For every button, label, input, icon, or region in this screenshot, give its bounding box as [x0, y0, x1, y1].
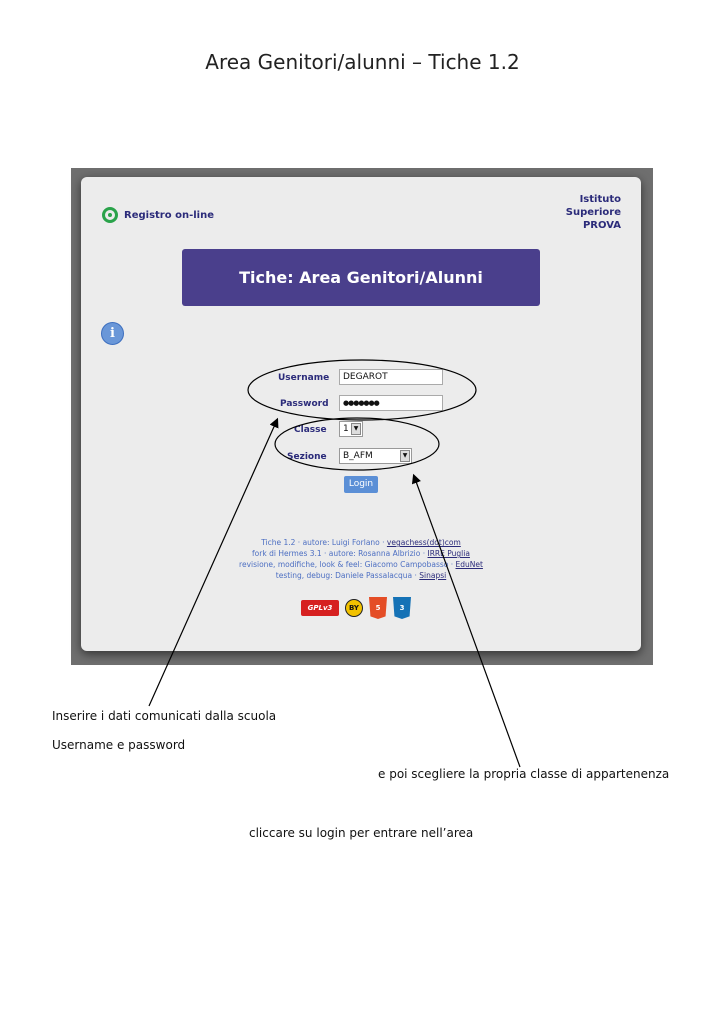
- class-arrow: [411, 473, 521, 768]
- edunet-link[interactable]: EduNet: [455, 560, 483, 569]
- credits: Tiche 1.2 · autore: Luigi Forlano · vega…: [81, 537, 641, 581]
- chevron-down-icon: ▼: [400, 450, 410, 462]
- note-choose-class: e poi scegliere la propria classe di app…: [378, 767, 670, 781]
- classe-value: 1: [343, 424, 349, 434]
- sezione-select[interactable]: B_AFM ▼: [339, 448, 412, 464]
- note-username-password: Username e password: [52, 738, 186, 752]
- badges: GPLv3 BY 5 3: [301, 597, 411, 619]
- gpl-icon[interactable]: GPLv3: [301, 600, 339, 616]
- login-screenshot: Registro on-line Istituto Superiore PROV…: [71, 168, 653, 665]
- cc-by-icon[interactable]: BY: [345, 599, 363, 617]
- password-label: Password: [280, 399, 329, 409]
- irre-puglia-link[interactable]: IRRE Puglia: [427, 549, 470, 558]
- username-label: Username: [278, 373, 330, 383]
- css3-icon[interactable]: 3: [393, 597, 411, 619]
- class-ellipse: [274, 417, 440, 471]
- classe-select[interactable]: 1 ▼: [339, 421, 363, 437]
- page-banner: Tiche: Area Genitori/Alunni: [182, 249, 540, 306]
- sinapsi-link[interactable]: Sinapsi: [419, 571, 447, 580]
- credits-line-2: fork di Hermes 3.1 · autore: Rosanna Alb…: [81, 548, 641, 559]
- note-insert-data: Inserire i dati comunicati dalla scuola: [52, 709, 277, 723]
- credits-text-1: Tiche 1.2 · autore: Luigi Forlano ·: [261, 538, 387, 547]
- school-line-2: Superiore: [565, 207, 621, 218]
- note-click-login: cliccare su login per entrare nell’area: [249, 826, 474, 840]
- credits-line-1: Tiche 1.2 · autore: Luigi Forlano · vega…: [81, 537, 641, 548]
- login-panel: Registro on-line Istituto Superiore PROV…: [81, 177, 641, 651]
- info-icon[interactable]: i: [101, 322, 124, 345]
- document-title: Area Genitori/alunni – Tiche 1.2: [205, 50, 520, 74]
- classe-label: Classe: [294, 425, 327, 435]
- sezione-value: B_AFM: [343, 451, 373, 461]
- login-button[interactable]: Login: [344, 476, 378, 493]
- school-line-3: PROVA: [582, 220, 621, 231]
- school-name: Istituto Superiore PROVA: [566, 193, 621, 232]
- credits-line-3: revisione, modifiche, look & feel: Giaco…: [81, 559, 641, 570]
- credits-text-2: fork di Hermes 3.1 · autore: Rosanna Alb…: [252, 549, 428, 558]
- vegachess-link[interactable]: vegachess(dot)com: [386, 538, 461, 547]
- chevron-down-icon: ▼: [351, 423, 361, 435]
- credentials-arrow: [148, 417, 279, 707]
- school-line-1: Istituto: [579, 194, 621, 205]
- credits-line-4: testing, debug: Daniele Passalacqua · Si…: [81, 570, 641, 581]
- password-input[interactable]: ●●●●●●●: [339, 395, 443, 411]
- credentials-ellipse: [247, 359, 477, 421]
- app-logo[interactable]: Registro on-line: [102, 207, 214, 223]
- logo-label: Registro on-line: [124, 209, 214, 221]
- sezione-label: Sezione: [287, 452, 327, 462]
- credits-text-4: testing, debug: Daniele Passalacqua ·: [275, 571, 420, 580]
- html5-icon[interactable]: 5: [369, 597, 387, 619]
- username-input[interactable]: DEGAROT: [339, 369, 443, 385]
- credits-text-3: revisione, modifiche, look & feel: Giaco…: [239, 560, 456, 569]
- swirl-logo-icon: [102, 207, 118, 223]
